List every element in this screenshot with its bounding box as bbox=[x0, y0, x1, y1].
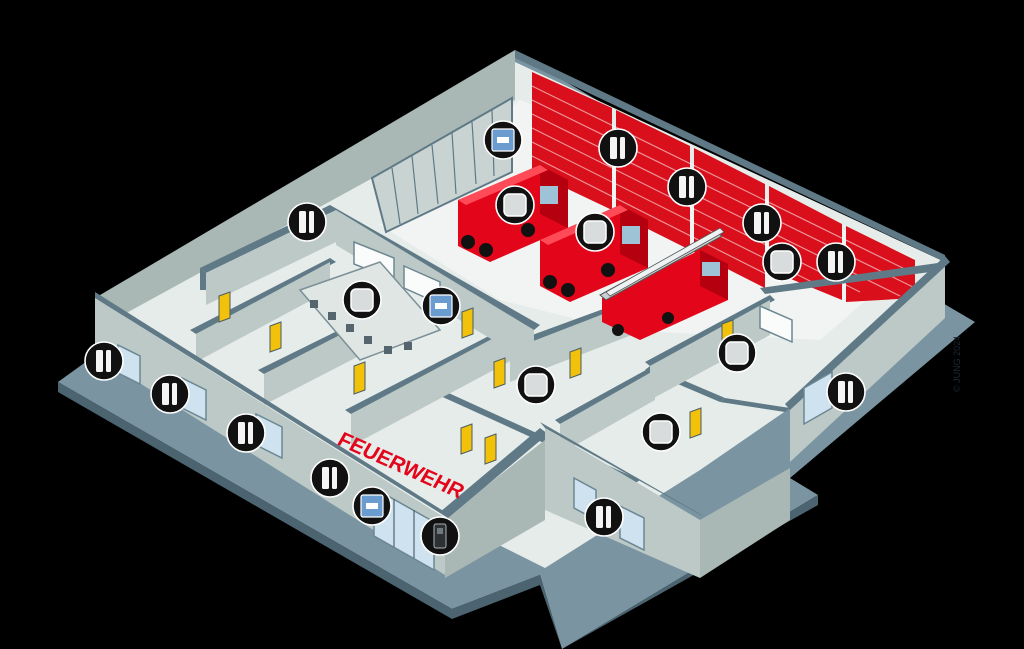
back-wall-right-top bbox=[515, 50, 945, 262]
window-contact-sensor-icon[interactable] bbox=[742, 203, 782, 243]
front-wall-left-top bbox=[95, 292, 448, 518]
back-wall-left bbox=[95, 50, 515, 322]
device-markers bbox=[84, 120, 866, 556]
window-contact-sensor-icon[interactable] bbox=[584, 497, 624, 537]
front-wall-right bbox=[545, 428, 700, 578]
front-wall-right-top bbox=[540, 422, 706, 518]
glass-partition bbox=[370, 96, 513, 234]
motion-detector-icon[interactable] bbox=[495, 185, 535, 225]
entrance-door bbox=[393, 499, 415, 558]
window-contact-sensor-icon[interactable] bbox=[287, 202, 327, 242]
front-wall-mid-top bbox=[440, 428, 548, 518]
window-contact-sensor-icon[interactable] bbox=[310, 458, 350, 498]
window-contact-sensor-icon[interactable] bbox=[667, 167, 707, 207]
copyright-text: © JUNG 2024 bbox=[952, 336, 962, 392]
window-contact-sensor-icon[interactable] bbox=[226, 413, 266, 453]
control-panel-icon[interactable] bbox=[483, 120, 523, 160]
motion-detector-icon[interactable] bbox=[516, 365, 556, 405]
control-panel-icon[interactable] bbox=[352, 486, 392, 526]
window-contact-sensor-icon[interactable] bbox=[84, 341, 124, 381]
motion-detector-icon[interactable] bbox=[342, 280, 382, 320]
window-contact-sensor-icon[interactable] bbox=[598, 128, 638, 168]
doors bbox=[218, 291, 734, 465]
right-wall-top bbox=[785, 256, 950, 410]
access-keypad-icon[interactable] bbox=[420, 516, 460, 556]
motion-detector-icon[interactable] bbox=[641, 412, 681, 452]
motion-detector-icon[interactable] bbox=[575, 212, 615, 252]
fire-truck-2 bbox=[540, 205, 648, 302]
fire-truck-3-ladder bbox=[599, 227, 728, 340]
window-contact-sensor-icon[interactable] bbox=[816, 242, 856, 282]
motion-detector-icon[interactable] bbox=[717, 333, 757, 373]
front-wall-mid bbox=[445, 440, 545, 578]
right-wall bbox=[790, 262, 945, 462]
motion-detector-icon[interactable] bbox=[762, 242, 802, 282]
front-wall-right-side bbox=[700, 468, 790, 578]
window-contact-sensor-icon[interactable] bbox=[826, 372, 866, 412]
control-panel-icon[interactable] bbox=[421, 286, 461, 326]
window-contact-sensor-icon[interactable] bbox=[150, 374, 190, 414]
